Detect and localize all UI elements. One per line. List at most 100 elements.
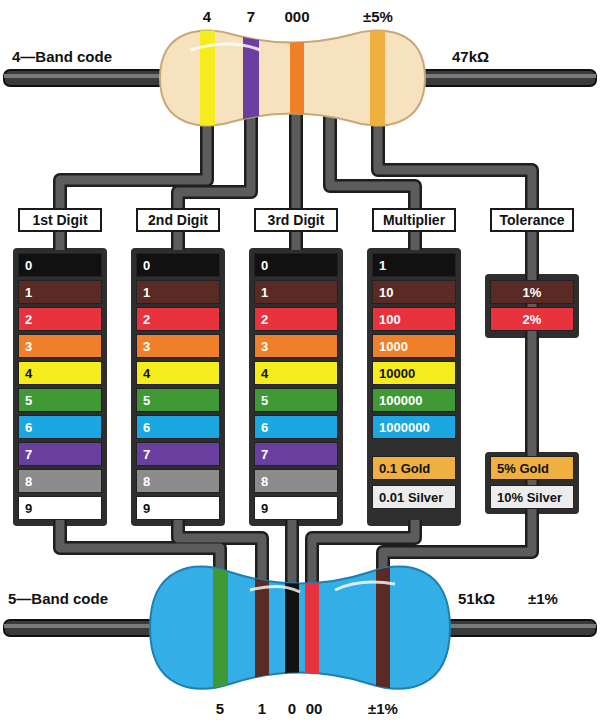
band-text: 0.1 Gold (379, 461, 430, 476)
digit-color-band: 7 (136, 442, 220, 466)
multiplier-color-band: 0.1 Gold (372, 456, 456, 480)
band-text: 2 (143, 312, 150, 327)
band-text: 1000 (379, 339, 408, 354)
band-text: 3 (143, 339, 150, 354)
band-value-label: ±5% (363, 8, 393, 26)
resistor-5-band (150, 555, 450, 705)
tolerance-color-band: 1% (490, 280, 574, 304)
band-text: 7 (143, 447, 150, 462)
digit-color-band: 4 (254, 361, 338, 385)
band-text: 100000 (379, 393, 422, 408)
band-text: 2 (261, 312, 268, 327)
band-value-label: 000 (284, 8, 309, 26)
multiplier-color-band: 1000 (372, 334, 456, 358)
band-text: 9 (261, 501, 268, 516)
label-text: 5 (216, 700, 224, 717)
band-text: 8 (25, 474, 32, 489)
band-text: 5% Gold (497, 461, 549, 476)
column-header: 1st Digit (18, 208, 102, 232)
label-text: ±1% (368, 700, 398, 717)
band-value-label: 0 (288, 700, 296, 718)
band-text: 1 (25, 285, 32, 300)
band-text: 1 (143, 285, 150, 300)
digit-color-band: 3 (254, 334, 338, 358)
band-text: 1st Digit (32, 212, 87, 228)
column-header: 2nd Digit (136, 208, 220, 232)
digit-color-band: 9 (254, 496, 338, 520)
digit-color-band: 7 (254, 442, 338, 466)
label-text: ±5% (363, 8, 393, 25)
band-text: 10 (379, 285, 393, 300)
band-text: Tolerance (499, 212, 564, 228)
digit-color-band: 0 (136, 253, 220, 277)
band-text: 1% (523, 285, 542, 300)
digit-color-band: 0 (254, 253, 338, 277)
digit-color-band: 1 (136, 280, 220, 304)
digit-color-band: 5 (136, 388, 220, 412)
band-text: 0 (25, 258, 32, 273)
digit-color-band: 8 (18, 469, 102, 493)
tolerance-color-band: 5% Gold (490, 456, 574, 480)
multiplier-color-band: 1 (372, 253, 456, 277)
digit-color-band: 7 (18, 442, 102, 466)
resistance-value: 51kΩ (458, 590, 495, 608)
label-text: ±1% (528, 590, 558, 607)
band-text: 3 (25, 339, 32, 354)
digit-color-band: 9 (136, 496, 220, 520)
digit-color-band: 4 (18, 361, 102, 385)
band-text: 7 (261, 447, 268, 462)
band-value-label: 5 (216, 700, 224, 718)
band-text: 6 (261, 420, 268, 435)
label-text: 7 (247, 8, 255, 25)
band-text: 0 (143, 258, 150, 273)
band-code-title: 4—Band code (12, 48, 112, 66)
band-text: 1 (261, 285, 268, 300)
band-text: 1000000 (379, 420, 430, 435)
multiplier-color-band: 100000 (372, 388, 456, 412)
resistance-value: 47kΩ (452, 48, 489, 66)
band-text: 4 (143, 366, 150, 381)
band-text: 10% Silver (497, 490, 562, 505)
label-text: 5—Band code (8, 590, 108, 607)
band-value-label: 00 (306, 700, 323, 718)
digit-color-band: 6 (136, 415, 220, 439)
label-text: 000 (284, 8, 309, 25)
band-code-title: 5—Band code (8, 590, 108, 608)
column-header: Tolerance (490, 208, 574, 232)
digit-color-band: 4 (136, 361, 220, 385)
band-text: 4 (25, 366, 32, 381)
band-text: 6 (25, 420, 32, 435)
digit-color-band: 1 (254, 280, 338, 304)
label-text: 47kΩ (452, 48, 489, 65)
column-header: Multiplier (372, 208, 456, 232)
band-text: 6 (143, 420, 150, 435)
column-frame (13, 248, 579, 526)
resistor-4-band (160, 20, 425, 140)
digit-color-band: 1 (18, 280, 102, 304)
tolerance-color-band: 2% (490, 307, 574, 331)
digit-color-band: 6 (254, 415, 338, 439)
digit-color-band: 9 (18, 496, 102, 520)
digit-color-band: 3 (18, 334, 102, 358)
label-text: 51kΩ (458, 590, 495, 607)
band-text: 8 (143, 474, 150, 489)
band-value-label: ±1% (368, 700, 398, 718)
multiplier-color-band: 10000 (372, 361, 456, 385)
band-text: 0 (261, 258, 268, 273)
multiplier-color-band: 10 (372, 280, 456, 304)
digit-color-band: 2 (254, 307, 338, 331)
digit-color-band: 8 (254, 469, 338, 493)
multiplier-color-band: 1000000 (372, 415, 456, 439)
digit-color-band: 0 (18, 253, 102, 277)
band-text: 1 (379, 258, 386, 273)
label-text: 00 (306, 700, 323, 717)
label-text: 4 (203, 8, 211, 25)
band-text: 2% (523, 312, 542, 327)
band-value-label: 1 (258, 700, 266, 718)
band-value-label: 4 (203, 8, 211, 26)
column-header: 3rd Digit (254, 208, 338, 232)
label-text: 4—Band code (12, 48, 112, 65)
digit-color-band: 5 (18, 388, 102, 412)
band-text: 4 (261, 366, 268, 381)
